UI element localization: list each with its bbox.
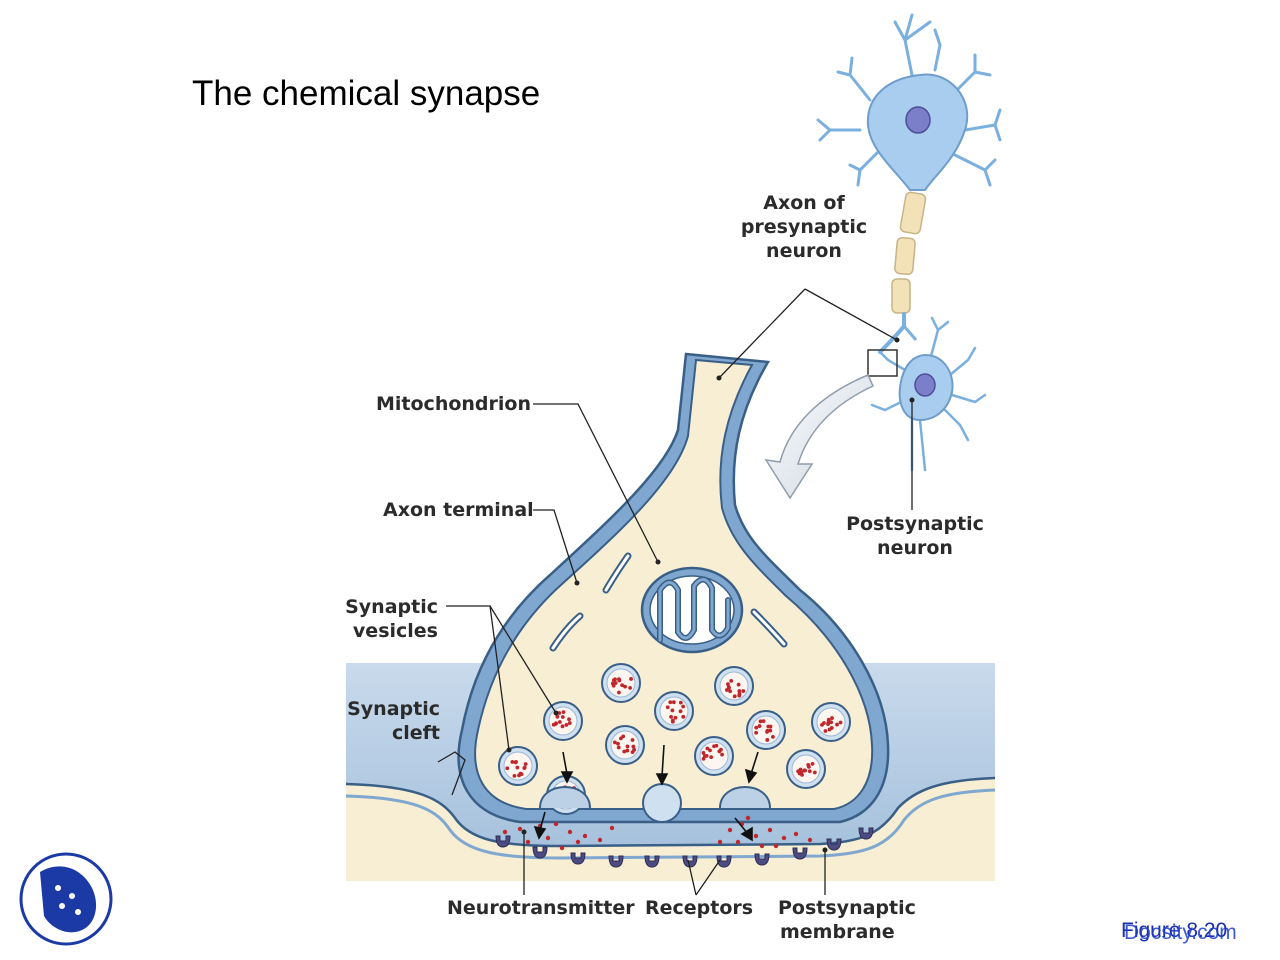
neurotransmitter-dot bbox=[745, 815, 751, 821]
synaptic-vesicle bbox=[601, 663, 641, 703]
zoom-box bbox=[867, 349, 898, 377]
neurotransmitter-dot bbox=[567, 829, 573, 835]
label-postsynaptic-membrane: Postsynaptic membrane bbox=[778, 897, 916, 943]
neurotransmitter-dot bbox=[767, 827, 773, 833]
label-receptors: Receptors bbox=[645, 897, 754, 919]
neurotransmitter-dot bbox=[517, 826, 523, 832]
synaptic-vesicle bbox=[811, 702, 851, 742]
synaptic-vesicle bbox=[694, 736, 734, 776]
postsynaptic-membrane-line bbox=[345, 776, 996, 848]
docsity-logo-icon bbox=[19, 852, 113, 946]
neurotransmitter-dot bbox=[735, 839, 741, 845]
neurotransmitter-dot bbox=[575, 839, 581, 845]
receptors-group bbox=[495, 827, 874, 868]
neurotransmitter-dot bbox=[609, 825, 615, 831]
slide-title: The chemical synapse bbox=[192, 74, 541, 113]
neurotransmitter-dot bbox=[727, 827, 733, 833]
neurotransmitter-dot bbox=[753, 833, 759, 839]
synaptic-vesicle bbox=[543, 701, 583, 741]
leader-dots bbox=[506, 337, 915, 853]
vesicle-arrows bbox=[533, 744, 759, 842]
label-synaptic-vesicles: Synaptic vesicles bbox=[345, 596, 438, 642]
label-axon-presynaptic: Axon of presynaptic neuron bbox=[740, 192, 868, 262]
neurotransmitter-dot bbox=[582, 833, 588, 839]
receptor bbox=[570, 852, 586, 865]
neurotransmitter-dot bbox=[773, 843, 779, 849]
neuron-diagram bbox=[816, 13, 1002, 472]
label-postsynaptic-neuron: Postsynaptic neuron bbox=[846, 513, 984, 559]
postsynaptic-membrane-inner bbox=[345, 788, 996, 860]
zoom-arrow bbox=[764, 374, 874, 500]
nucleus-presynaptic bbox=[905, 106, 931, 134]
docsity-watermark[interactable]: Docsity.com bbox=[1124, 921, 1237, 944]
neurotransmitter-dot bbox=[559, 845, 565, 851]
neurotransmitter-molecules bbox=[502, 815, 813, 851]
receptor bbox=[495, 835, 511, 848]
synaptic-vesicle bbox=[714, 666, 754, 706]
label-axon-terminal: Axon terminal bbox=[383, 499, 534, 521]
receptor bbox=[858, 827, 874, 840]
receptor bbox=[682, 855, 698, 868]
receptor bbox=[792, 847, 808, 860]
synaptic-vesicle bbox=[498, 746, 538, 786]
leader-lines bbox=[437, 288, 913, 896]
mitochondrion bbox=[640, 566, 744, 654]
neurotransmitter-dot bbox=[502, 829, 508, 835]
exocytosis-pockets bbox=[539, 783, 771, 823]
figure-reference: Figure 8.20 bbox=[1121, 919, 1228, 942]
receptor bbox=[644, 855, 660, 868]
receptor bbox=[826, 838, 842, 851]
synaptic-vesicle bbox=[605, 725, 645, 765]
synaptic-vesicle bbox=[786, 749, 826, 789]
receptor bbox=[532, 846, 548, 859]
myelin-sheath bbox=[891, 191, 927, 314]
label-neurotransmitter: Neurotransmitter bbox=[447, 897, 635, 919]
neurotransmitter-dot bbox=[807, 837, 813, 843]
synaptic-vesicle bbox=[746, 710, 786, 750]
synaptic-vesicles bbox=[498, 663, 851, 815]
neurotransmitter-dot bbox=[781, 835, 787, 841]
label-mitochondrion: Mitochondrion bbox=[376, 393, 531, 415]
synaptic-vesicle bbox=[654, 691, 694, 731]
neurotransmitter-dot bbox=[793, 831, 799, 837]
nucleus-postsynaptic bbox=[914, 373, 936, 397]
neurotransmitter-dot bbox=[597, 837, 603, 843]
label-synaptic-cleft: Synaptic cleft bbox=[347, 698, 440, 744]
neurotransmitter-dot bbox=[525, 839, 531, 845]
neurotransmitter-dot bbox=[553, 821, 559, 827]
neurotransmitter-dot bbox=[759, 843, 765, 849]
neurotransmitter-dot bbox=[717, 839, 723, 845]
neurotransmitter-dot bbox=[545, 835, 551, 841]
receptor bbox=[608, 855, 624, 868]
receptor bbox=[754, 853, 770, 866]
